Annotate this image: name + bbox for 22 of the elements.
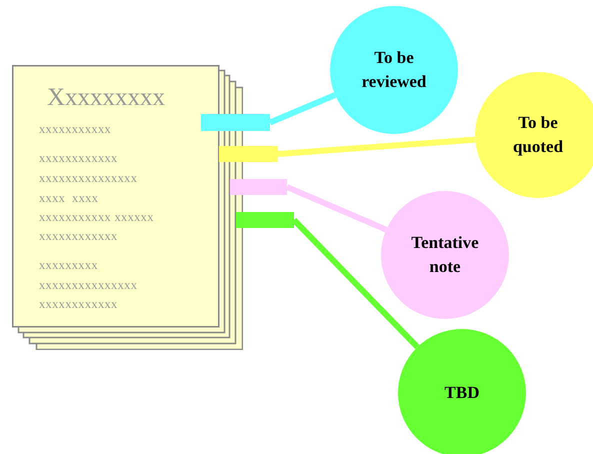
tab-marker	[230, 179, 287, 195]
placeholder-text-line: xxxxxxxxxxxx	[39, 151, 118, 165]
tab-marker	[236, 212, 294, 228]
connector-line	[278, 136, 476, 157]
placeholder-text-line: xxxxxxxxxxxx	[39, 229, 118, 243]
placeholder-text-line: xxxxxxxxxxxxxxx	[39, 171, 138, 185]
placeholder-text-line: xxxx xxxx	[39, 191, 98, 205]
tab-marker	[219, 146, 278, 162]
placeholder-text-line: xxxxxxxxxxxx	[39, 297, 118, 311]
document-title: Xxxxxxxxx	[47, 84, 166, 112]
circle-label: To be reviewed	[360, 47, 428, 93]
circle-label: Tentative note	[410, 232, 480, 278]
placeholder-text-line: xxxxxxxxxxx xxxxxx	[39, 210, 154, 224]
placeholder-text-line: xxxxxxxxxxxxxxx	[39, 278, 138, 292]
tab-marker	[201, 114, 270, 131]
placeholder-text-line: xxxxxxxxx	[39, 258, 98, 272]
circle-label: To be quoted	[512, 112, 564, 158]
circle-label: TBD	[444, 382, 480, 404]
placeholder-text-line: xxxxxxxxxxx	[39, 122, 112, 136]
connector-line	[268, 92, 336, 126]
connector-line	[286, 184, 388, 232]
document-stack	[12, 65, 243, 350]
